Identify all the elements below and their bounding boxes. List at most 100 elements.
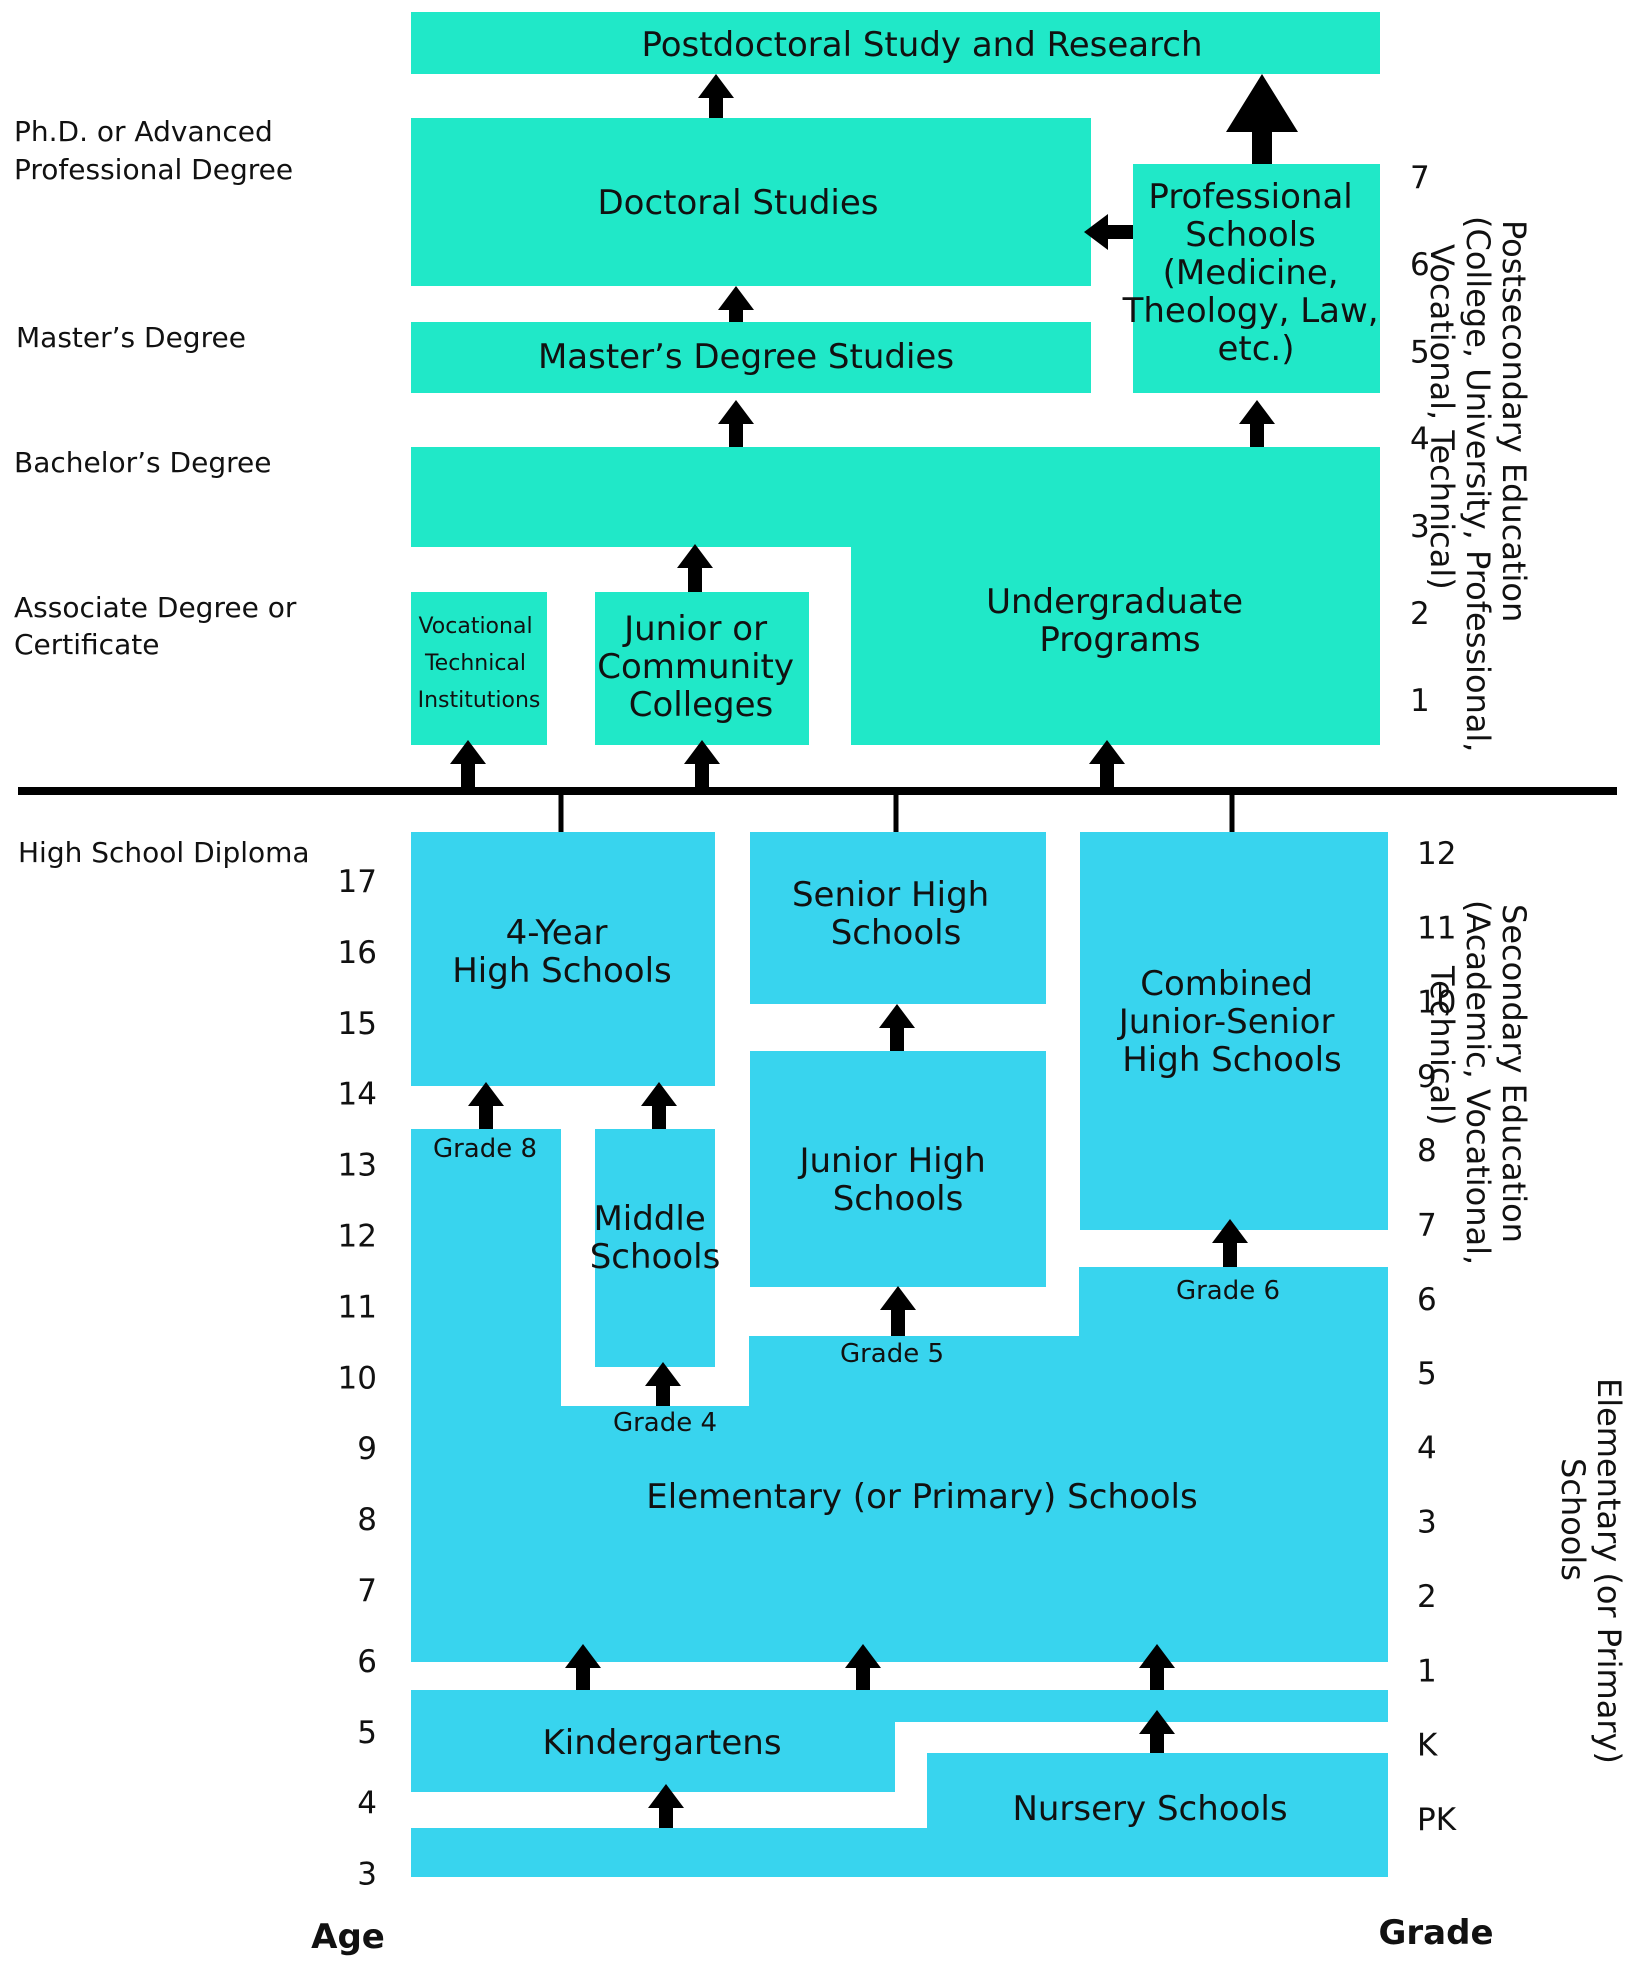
arrow-up-icon	[1212, 1219, 1248, 1267]
middle-schools-box	[595, 1129, 715, 1367]
arrow-up-icon	[677, 544, 713, 592]
postsecondary-grade-scale: 7 6 5 4 3 2 1	[1410, 160, 1430, 719]
kindergartens-label: Kindergartens	[542, 1723, 781, 1763]
age-number: 12	[338, 1219, 377, 1255]
nursery-schools-box	[411, 1753, 1388, 1877]
four-year-hs-label: 4-Year High Schools	[452, 913, 672, 991]
vocational-technical-box	[411, 592, 547, 745]
arrow-up-icon	[698, 74, 734, 118]
postsecondary-grade-number: 2	[1410, 596, 1430, 632]
grade-axis-title: Grade	[1378, 1913, 1493, 1953]
senior-hs-box	[750, 832, 1046, 1004]
arrow-up-icon	[648, 1784, 684, 1828]
kindergartens-box	[411, 1690, 1388, 1792]
four-year-hs-box	[411, 832, 715, 1086]
junior-college-label: Junior or Community Colleges	[597, 609, 805, 725]
arrow-up-icon	[1139, 1710, 1175, 1753]
school-grade-number: 12	[1417, 836, 1456, 872]
arrow-up-icon	[468, 1082, 504, 1129]
age-number: 5	[357, 1715, 377, 1751]
school-grade-number: 2	[1417, 1579, 1437, 1615]
vocational-label: Vocational Technical Institutions	[418, 614, 541, 713]
professional-schools-box	[1133, 164, 1380, 393]
age-number: 9	[357, 1431, 377, 1467]
masters-degree-label: Master’s Degree	[16, 321, 246, 354]
postsecondary-grade-number: 7	[1410, 160, 1430, 196]
arrow-up-icon	[684, 740, 720, 791]
age-number: 13	[338, 1148, 377, 1184]
nursery-schools-label: Nursery Schools	[1012, 1789, 1287, 1829]
postsecondary-side-label: Postsecondary Education (College, Univer…	[1423, 216, 1533, 763]
age-number: 10	[338, 1360, 377, 1396]
arrow-up-icon	[450, 740, 486, 791]
postsecondary-grade-number: 3	[1410, 509, 1430, 545]
elementary-box	[411, 1129, 1388, 1662]
doctoral-box	[411, 118, 1091, 286]
postdoctoral-label: Postdoctoral Study and Research	[641, 25, 1202, 65]
arrow-up-icon	[845, 1644, 881, 1690]
age-axis-title: Age	[311, 1917, 385, 1957]
arrow-up-icon	[1239, 400, 1275, 447]
age-number: 17	[338, 864, 377, 900]
grade-5-label: Grade 5	[840, 1339, 944, 1369]
age-number: 8	[357, 1502, 377, 1538]
elementary-side-label: Elementary (or Primary) Schools	[1554, 1378, 1628, 1774]
school-grade-number: 7	[1417, 1208, 1437, 1244]
arrow-up-icon	[718, 400, 754, 447]
school-grade-number: 9	[1417, 1059, 1437, 1095]
masters-label: Master’s Degree Studies	[538, 337, 954, 377]
age-number: 16	[338, 935, 377, 971]
postsecondary-grade-number: 5	[1410, 334, 1430, 370]
arrow-up-icon	[1089, 740, 1125, 791]
school-grade-number: 10	[1417, 985, 1456, 1021]
associate-degree-label: Associate Degree or Certificate	[14, 591, 305, 661]
arrow-up-icon	[879, 1004, 915, 1051]
age-number: 6	[357, 1644, 377, 1680]
arrow-up-icon	[880, 1286, 916, 1336]
arrow-up-icon	[641, 1082, 677, 1129]
junior-hs-box	[750, 1051, 1046, 1287]
postsecondary-grade-number: 4	[1410, 422, 1430, 458]
professional-schools-label: Professional Schools (Medicine, Theology…	[1122, 177, 1390, 369]
combined-hs-box	[1080, 832, 1388, 1230]
bachelors-degree-label: Bachelor’s Degree	[14, 446, 271, 479]
junior-college-box	[595, 592, 809, 745]
arrow-up-icon	[1139, 1644, 1175, 1690]
secondary-side-label: Secondary Education (Academic, Vocationa…	[1423, 900, 1533, 1275]
age-number: 15	[338, 1006, 377, 1042]
undergraduate-box	[411, 447, 1380, 745]
school-grade-number: 4	[1417, 1430, 1437, 1466]
age-number: 14	[338, 1077, 377, 1113]
school-grade-number: 5	[1417, 1356, 1437, 1392]
grade-6-label: Grade 6	[1176, 1276, 1280, 1306]
age-number: 11	[338, 1289, 377, 1325]
age-number: 4	[357, 1786, 377, 1822]
middle-schools-label: Middle Schools	[590, 1199, 721, 1277]
masters-box	[411, 322, 1091, 393]
arrow-left-icon	[1084, 214, 1133, 250]
school-grade-number: K	[1417, 1728, 1438, 1764]
arrow-up-icon	[565, 1644, 601, 1690]
arrow-up-icon-large	[1226, 74, 1298, 164]
school-grade-number: 6	[1417, 1282, 1437, 1318]
high-school-diploma-label: High School Diploma	[18, 836, 310, 869]
elementary-label: Elementary (or Primary) Schools	[646, 1477, 1197, 1517]
school-grade-number: 1	[1417, 1653, 1437, 1689]
doctoral-label: Doctoral Studies	[598, 183, 879, 223]
senior-hs-label: Senior High Schools	[792, 875, 1000, 953]
arrow-up-icon	[645, 1362, 681, 1406]
junior-hs-label: Junior High Schools	[797, 1141, 996, 1219]
undergraduate-label: Undergraduate Programs	[986, 582, 1254, 660]
school-grade-number: 8	[1417, 1133, 1437, 1169]
postdoctoral-box	[411, 12, 1380, 74]
arrow-up-icon	[718, 286, 754, 322]
age-number: 3	[357, 1857, 377, 1893]
postsecondary-grade-number: 6	[1410, 247, 1430, 283]
phd-degree-label: Ph.D. or Advanced Professional Degree	[14, 115, 293, 186]
postsecondary-grade-number: 1	[1410, 683, 1430, 719]
combined-hs-label: Combined Junior-Senior High Schools	[1117, 964, 1346, 1080]
grade-4-label: Grade 4	[613, 1408, 717, 1438]
